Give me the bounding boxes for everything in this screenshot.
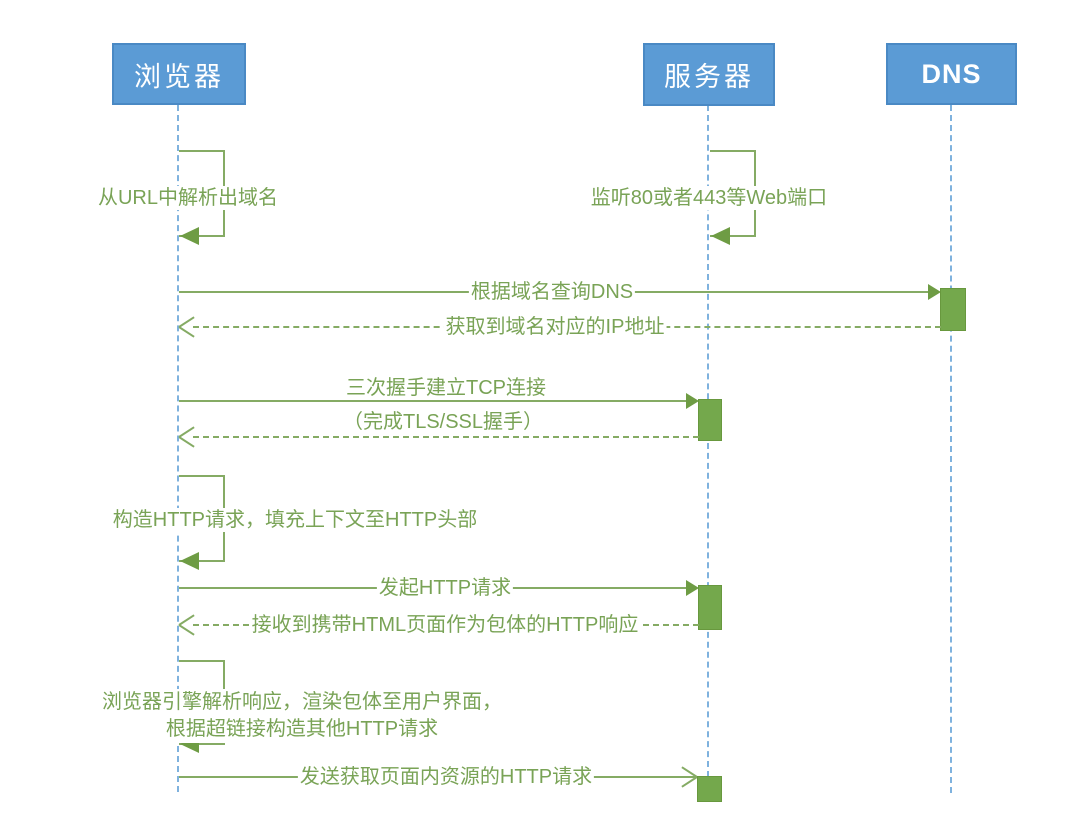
activation-bar-server-tcp [698,399,722,441]
message-label: 监听80或者443等Web端口 [588,186,830,210]
lifeline-server [707,105,709,777]
activation-bar-dns [940,288,966,331]
activation-bar-server-resource [697,776,722,802]
message-label: 发送获取页面内资源的HTTP请求 [297,765,595,789]
message-label: （完成TLS/SSL握手） [340,410,546,434]
self-message-build-request: 构造HTTP请求，填充上下文至HTTP头部 [110,475,480,570]
message-label: 发起HTTP请求 [376,576,514,600]
filled-arrowhead-icon [928,284,941,300]
actor-server: 服务器 [643,43,775,106]
message-label: 三次握手建立TCP连接 [344,376,548,400]
filled-arrowhead-icon [686,580,699,596]
filled-arrowhead-icon [180,552,199,570]
message-label-line2: 根据超链接构造其他HTTP请求 [163,716,441,743]
message-line [179,400,687,402]
actor-dns: DNS [886,43,1017,105]
message-label: 获取到域名对应的IP地址 [443,315,667,339]
message-label: 根据域名查询DNS [468,280,636,304]
lifeline-dns [950,105,952,793]
activation-bar-server-http [698,585,722,630]
actor-dns-label: DNS [921,58,982,89]
actor-browser: 浏览器 [112,43,246,105]
message-label: 浏览器引擎解析响应，渲染包体至用户界面， 根据超链接构造其他HTTP请求 [100,689,504,743]
self-message-parse-url: 从URL中解析出域名 [95,150,281,245]
filled-arrowhead-icon [180,227,199,245]
actor-browser-label: 浏览器 [134,61,224,92]
message-label: 接收到携带HTML页面作为包体的HTTP响应 [249,613,641,637]
message-label: 从URL中解析出域名 [95,186,281,210]
self-message-listen-ports: 监听80或者443等Web端口 [588,150,830,245]
filled-arrowhead-icon [711,227,730,245]
message-line [193,436,699,438]
message-label-line1: 浏览器引擎解析响应，渲染包体至用户界面， [100,689,504,716]
lifeline-browser [177,105,179,792]
filled-arrowhead-icon [686,393,699,409]
actor-server-label: 服务器 [664,62,754,92]
self-message-render: 浏览器引擎解析响应，渲染包体至用户界面， 根据超链接构造其他HTTP请求 [100,660,504,753]
message-label: 构造HTTP请求，填充上下文至HTTP头部 [110,508,480,532]
